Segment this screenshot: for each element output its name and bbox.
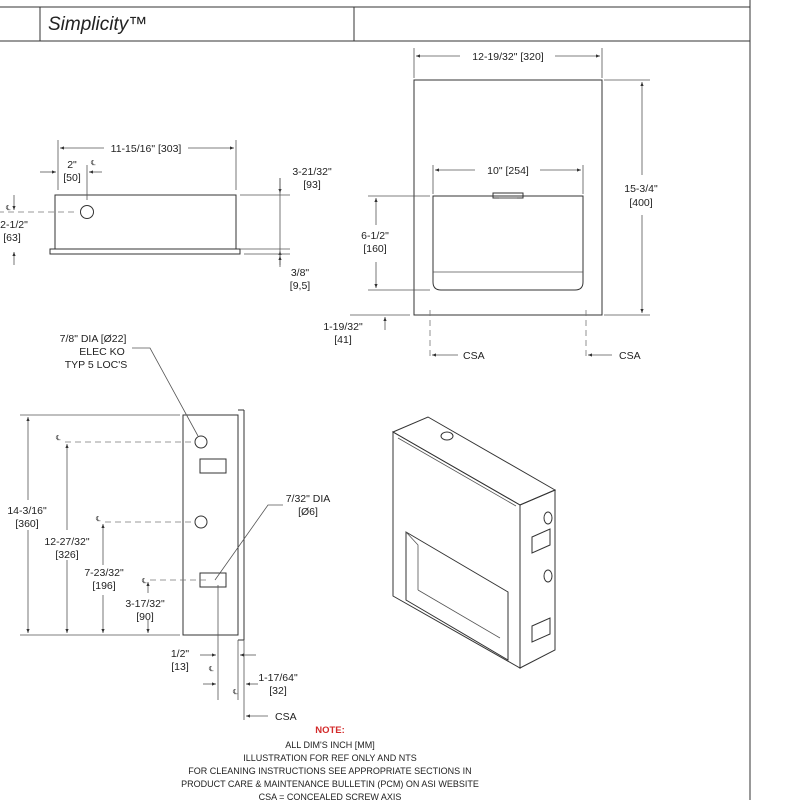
- notes-block: NOTE: ALL DIM'S INCH [MM] ILLUSTRATION F…: [181, 725, 479, 800]
- dim-flange: 3/8": [291, 267, 310, 279]
- csa-left-label: CSA: [463, 350, 485, 362]
- svg-text:℄: ℄: [5, 205, 11, 212]
- dim-flange-offset-mm: [32]: [269, 685, 287, 697]
- svg-text:℄: ℄: [55, 435, 61, 442]
- dim-offset-mm: [50]: [63, 172, 81, 184]
- dim-ko1-mm: [326]: [55, 549, 78, 561]
- note-line-2: ILLUSTRATION FOR REF ONLY AND NTS: [243, 753, 417, 763]
- note-line-5: CSA = CONCEALED SCREW AXIS: [259, 792, 402, 800]
- title-block: Simplicity™: [0, 0, 751, 800]
- dim-screw: 3-17/32": [125, 598, 165, 610]
- dim-flange-mm: [9,5]: [290, 280, 311, 292]
- csa-section-label: CSA: [275, 711, 297, 723]
- isometric-view: [391, 416, 557, 669]
- dim-opening-height-mm: [160]: [363, 243, 386, 255]
- dim-half-inch: 1/2": [171, 648, 190, 660]
- dim-depth: 3-21/32": [292, 166, 332, 178]
- dim-half-inch-mm: [13]: [171, 661, 189, 673]
- note-line-1: ALL DIM'S INCH [MM]: [285, 740, 374, 750]
- elec-ko-label-1: 7/8" DIA [Ø22]: [60, 333, 127, 345]
- elec-ko-label-3: TYP 5 LOC'S: [65, 359, 128, 371]
- dim-front-height-mm: [400]: [629, 197, 652, 209]
- dim-bottom: 1-19/32": [323, 321, 363, 333]
- dim-depth-mm: [93]: [303, 179, 321, 191]
- note-heading: NOTE:: [315, 725, 345, 736]
- dim-screw-mm: [90]: [136, 611, 154, 623]
- centerline-symbol: ℄: [90, 160, 96, 167]
- dim-offset: 2": [67, 159, 77, 171]
- side-view: 11-15/16" [303] 2" [50] ℄ 3-21/32" [93] …: [0, 140, 332, 292]
- csa-right-label: CSA: [619, 350, 641, 362]
- dim-bottom-mm: [41]: [334, 334, 352, 346]
- dim-front-height: 15-3/4": [624, 183, 658, 195]
- dim-flange-offset: 1-17/64": [258, 672, 298, 684]
- product-title: Simplicity™: [48, 14, 147, 35]
- dim-section-height-mm: [360]: [15, 518, 38, 530]
- dim-ko1: 12-27/32": [44, 536, 89, 548]
- dim-ko2-mm: [196]: [92, 580, 115, 592]
- front-view: 12-19/32" [320] 10" [254] 15-3/4" [400] …: [323, 48, 658, 362]
- screw-label: 7/32" DIA: [286, 493, 331, 505]
- dim-opening-height: 6-1/2": [361, 230, 389, 242]
- dim-side-width: 11-15/16" [303]: [111, 143, 182, 155]
- dim-section-height: 14-3/16": [7, 505, 47, 517]
- elec-ko-label-2: ELEC KO: [79, 346, 125, 358]
- section-view: ℄ ℄ ℄ 7/8" DIA [Ø22] ELEC KO TYP 5 LOC'S…: [7, 333, 330, 723]
- dim-ko-height-mm: [63]: [3, 232, 21, 244]
- dim-ko-height: 2-1/2": [0, 219, 28, 231]
- note-line-3: FOR CLEANING INSTRUCTIONS SEE APPROPRIAT…: [188, 766, 471, 776]
- screw-label-mm: [Ø6]: [298, 506, 318, 518]
- svg-text:℄: ℄: [141, 578, 147, 585]
- dim-ko2: 7-23/32": [84, 567, 124, 579]
- note-line-4: PRODUCT CARE & MAINTENANCE BULLETIN (PCM…: [181, 779, 479, 789]
- dim-opening-width: 10" [254]: [487, 165, 529, 177]
- svg-text:℄: ℄: [95, 516, 101, 523]
- svg-text:℄: ℄: [232, 689, 238, 696]
- svg-text:℄: ℄: [208, 666, 214, 673]
- dim-front-width: 12-19/32" [320]: [472, 51, 544, 63]
